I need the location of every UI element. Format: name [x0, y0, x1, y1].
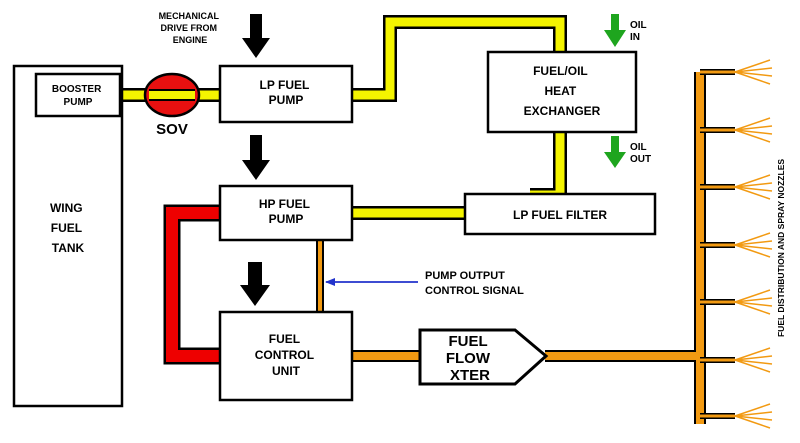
drive-label-1: MECHANICAL: [159, 11, 220, 21]
sov-label: SOV: [156, 121, 188, 138]
svg-text:FUEL CONTROL UNIT: FUEL CONTROL UNIT: [255, 332, 317, 378]
spray-nozzles: [700, 59, 773, 429]
wing-fuel-tank: [12, 64, 124, 408]
flow-xter-label-2: FLOW: [446, 350, 491, 367]
oil-in-arrow: [604, 14, 626, 47]
svg-text:WING FUEL TANK: WING FUEL TANK: [50, 201, 86, 255]
nozzle-branch: [700, 403, 773, 429]
drive-label-3: ENGINE: [173, 35, 208, 45]
pipe-hp-pump-to-fcu: [166, 207, 222, 362]
hp-pump-label-1: HP FUEL: [259, 197, 310, 211]
fcu-label-2: CONTROL: [255, 348, 314, 362]
hp-fuel-pump: [218, 184, 354, 242]
heat-exchanger-label-2: HEAT: [544, 84, 576, 98]
wing-tank-label-2: FUEL: [51, 221, 82, 235]
svg-text:FUEL/OIL HEAT EXCHANGE: FUEL/OIL HEAT EXCHANGER: [524, 64, 601, 118]
drive-arrow-fcu: [240, 262, 270, 306]
nozzle-branch: [700, 232, 773, 258]
svg-text:LP FUEL PUMP: LP FUEL PUMP: [260, 78, 313, 107]
svg-text:PUMP OUTPUT CONTROL SIGNAL: PUMP OUTPUT CONTROL SIGNAL: [425, 270, 524, 297]
booster-pump-label-2: PUMP: [64, 97, 93, 108]
fcu-label-3: UNIT: [272, 364, 301, 378]
sov-valve: [143, 72, 201, 118]
fcu-label-1: FUEL: [269, 332, 300, 346]
oil-in-label-1: OIL: [630, 20, 647, 31]
nozzle-branch: [700, 289, 773, 315]
nozzle-branch: [700, 59, 773, 85]
svg-text:FUEL FLOW XTER: FUEL FLOW XTER: [446, 333, 494, 384]
flow-xter-label-1: FUEL: [448, 333, 487, 350]
nozzle-branch: [700, 347, 773, 373]
drive-arrow-lp-pump: [242, 14, 270, 58]
oil-in-label-2: IN: [630, 32, 640, 43]
lp-pump-label-1: LP FUEL: [260, 78, 310, 92]
oil-out-arrow: [604, 136, 626, 168]
svg-text:BOOSTER PUMP: BOOSTER PUMP: [52, 84, 104, 108]
nozzle-branch: [700, 174, 773, 200]
lp-fuel-filter: [463, 192, 657, 236]
lp-filter-label: LP FUEL FILTER: [513, 208, 607, 222]
svg-text:HP FUEL PUMP: HP FUEL PUMP: [259, 197, 313, 226]
wing-tank-label-1: WING: [50, 201, 83, 215]
control-signal-label-2: CONTROL SIGNAL: [425, 285, 524, 297]
booster-pump: [34, 72, 122, 118]
heat-exchanger-label-3: EXCHANGER: [524, 104, 601, 118]
lp-pump-label-2: PUMP: [269, 93, 304, 107]
heat-exchanger-label-1: FUEL/OIL: [533, 64, 587, 78]
wing-tank-label-3: TANK: [52, 241, 85, 255]
hp-pump-label-2: PUMP: [269, 212, 304, 226]
fuel-flow-transmitter: [418, 328, 549, 386]
booster-pump-label-1: BOOSTER: [52, 84, 102, 95]
drive-arrow-hp-pump: [242, 135, 270, 180]
svg-text:OIL OUT: OIL OUT: [630, 142, 651, 165]
pipe-heat-exchanger-to-filter: [530, 130, 565, 200]
control-signal-label-1: PUMP OUTPUT: [425, 270, 505, 282]
drive-label-2: DRIVE FROM: [160, 23, 217, 33]
oil-out-label-1: OIL: [630, 142, 647, 153]
fuel-control-unit: [218, 310, 354, 402]
svg-text:OIL IN: OIL IN: [630, 20, 649, 43]
nozzle-branch: [700, 117, 773, 143]
flow-xter-label-3: XTER: [450, 367, 490, 384]
svg-text:MECHANICAL DRIVE FROM: MECHANICAL DRIVE FROM ENGINE: [159, 11, 222, 45]
oil-out-label-2: OUT: [630, 154, 651, 165]
pipe-lp-pump-to-heat-exchanger: [352, 17, 565, 100]
fuel-oil-heat-exchanger: [486, 50, 638, 134]
nozzles-label: FUEL DISTRIBUTION AND SPRAY NOZZLES: [776, 159, 786, 337]
lp-fuel-pump: [218, 64, 354, 124]
